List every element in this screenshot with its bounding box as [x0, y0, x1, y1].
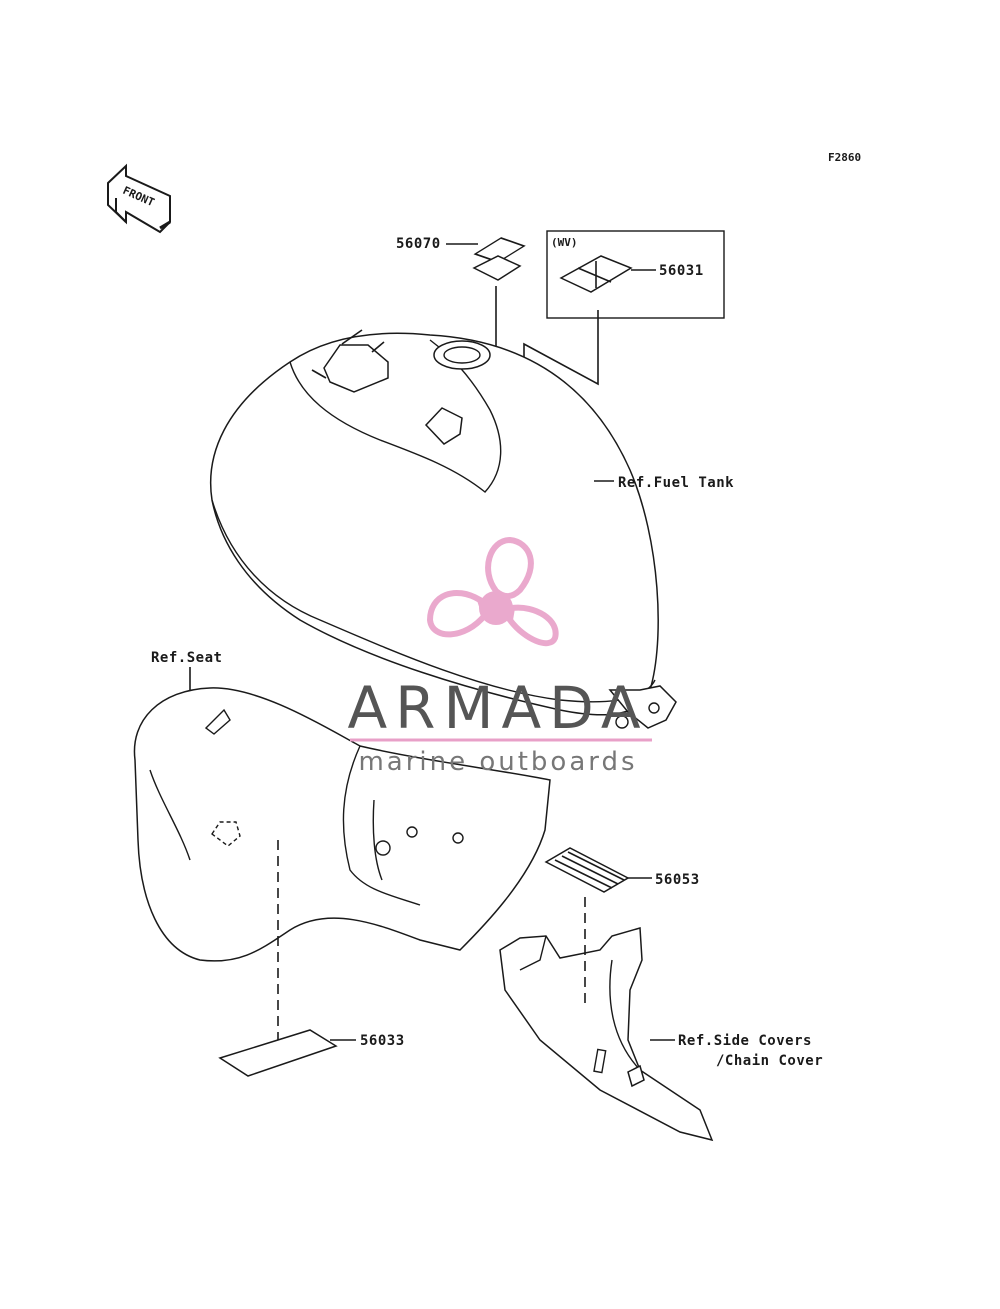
- seat-outline: [133, 687, 551, 962]
- decal-56033: [218, 1029, 338, 1077]
- watermark-logo-icon: [426, 536, 559, 647]
- ref-chain-cover: /Chain Cover: [716, 1053, 823, 1069]
- ref-side-covers: Ref.Side Covers: [678, 1033, 812, 1049]
- figure-code: F2860: [828, 151, 861, 164]
- side-cover-outline: [499, 927, 714, 1142]
- watermark-brand: ARMADA: [347, 674, 648, 742]
- ref-fuel-tank: Ref.Fuel Tank: [618, 475, 734, 491]
- wv-variant-label: (WV): [551, 236, 578, 249]
- callout-56070: 56070: [396, 236, 441, 252]
- fuel-tank-outline: [209, 329, 677, 729]
- watermark-tagline: marine outboards: [358, 747, 637, 777]
- ref-seat: Ref.Seat: [151, 650, 222, 666]
- front-arrow-icon: FRONT: [107, 163, 171, 234]
- callout-56033: 56033: [360, 1033, 405, 1049]
- wv-variant-box: (WV) 56031: [546, 230, 725, 319]
- callout-56053: 56053: [655, 872, 700, 888]
- decal-56053: [544, 847, 630, 893]
- callout-56031: 56031: [659, 263, 704, 279]
